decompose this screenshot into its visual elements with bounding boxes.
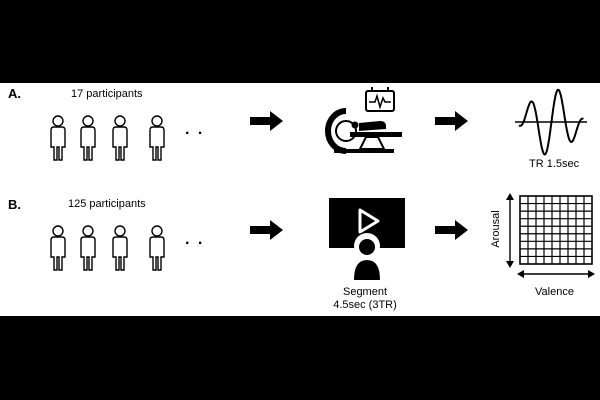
panel-b-people [50,225,165,271]
stimulus-caption-line2: 4.5sec (3TR) [333,299,397,311]
panel-b-ellipsis: . . [185,231,205,248]
grid-border [519,195,593,265]
person-icon [112,225,128,271]
person-icon [149,225,165,271]
video-play-icon [329,198,405,281]
panel-a-people [50,115,165,161]
grid-y-axis-label: Arousal [490,210,502,248]
panel-a-output-label: TR 1.5sec [529,158,580,170]
panel-b-label: B. [8,197,21,212]
person-icon [50,115,66,161]
person-icon [80,225,96,271]
figure-panel: A. 17 participants . . [0,83,600,316]
arrow-right-icon [435,111,468,131]
person-icon [80,115,96,161]
panel-a-label: A. [8,86,21,101]
person-icon [112,115,128,161]
arrow-right-icon [250,111,283,131]
valence-axis-arrow [517,270,595,278]
person-icon [50,225,66,271]
rating-grid-icon [519,195,593,265]
grid-x-axis-label: Valence [535,286,574,298]
arrow-right-icon [435,220,468,240]
panel-a-ellipsis: . . [185,121,205,138]
stimulus-caption-line1: Segment [342,286,388,298]
person-icon [149,115,165,161]
arousal-axis-arrow [506,193,514,268]
panel-b-participant-count: 125 participants [68,198,146,210]
mri-scanner-icon [325,87,402,154]
bold-signal-waveform-icon [515,88,587,156]
arrow-right-icon [250,220,283,240]
panel-a-participant-count: 17 participants [71,88,143,100]
